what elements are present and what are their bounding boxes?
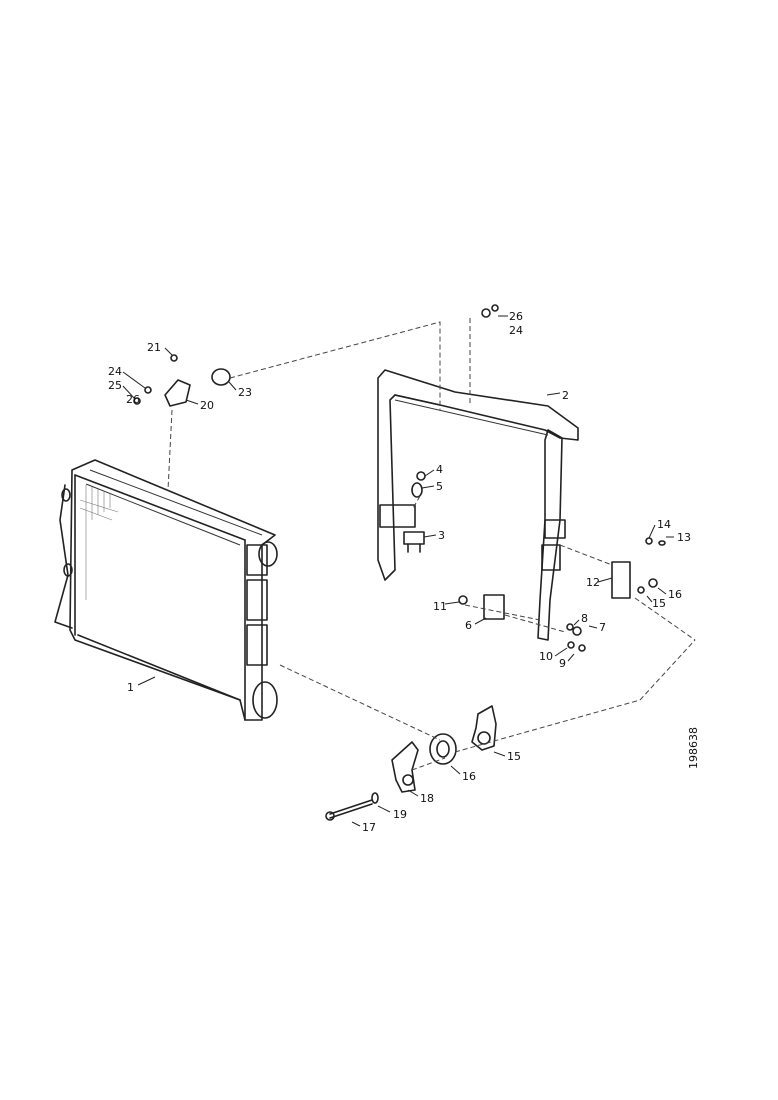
callout-10: 10 bbox=[539, 650, 553, 663]
callout-24-left: 24 bbox=[108, 365, 122, 378]
callout-26-right: 26 bbox=[509, 310, 523, 323]
callout-16-lower: 16 bbox=[462, 770, 476, 783]
callout-2: 2 bbox=[562, 389, 569, 402]
callout-1: 1 bbox=[127, 681, 134, 694]
callout-21: 21 bbox=[147, 341, 161, 354]
assembly-lines bbox=[167, 318, 696, 771]
callout-25-left: 25 bbox=[108, 379, 122, 392]
callout-labels: 1 2 3 4 5 6 7 8 9 10 11 12 13 14 15 16 1… bbox=[108, 310, 700, 834]
callout-8: 8 bbox=[581, 612, 588, 625]
callout-15-upper: 15 bbox=[652, 597, 666, 610]
callout-5: 5 bbox=[436, 480, 443, 493]
callout-20: 20 bbox=[200, 399, 214, 412]
callout-11: 11 bbox=[433, 600, 447, 613]
radiator bbox=[54, 459, 278, 721]
callout-26-left: 26 bbox=[126, 393, 140, 406]
small-parts bbox=[133, 304, 666, 821]
callout-16-upper: 16 bbox=[668, 588, 682, 601]
callout-18: 18 bbox=[420, 792, 434, 805]
callout-24-right: 24 bbox=[509, 324, 523, 337]
callout-6: 6 bbox=[465, 619, 472, 632]
callout-7: 7 bbox=[599, 621, 606, 634]
callout-12: 12 bbox=[586, 576, 600, 589]
callout-13: 13 bbox=[677, 531, 691, 544]
callout-3: 3 bbox=[438, 529, 445, 542]
radiator-frame bbox=[377, 369, 579, 641]
leader-lines bbox=[122, 315, 674, 827]
callout-19: 19 bbox=[393, 808, 407, 821]
drawing-code: 198638 bbox=[687, 727, 700, 769]
callout-17: 17 bbox=[362, 821, 376, 834]
callout-15-lower: 15 bbox=[507, 750, 521, 763]
callout-4: 4 bbox=[436, 463, 443, 476]
callout-14: 14 bbox=[657, 518, 671, 531]
callout-9: 9 bbox=[559, 657, 566, 670]
callout-23: 23 bbox=[238, 386, 252, 399]
